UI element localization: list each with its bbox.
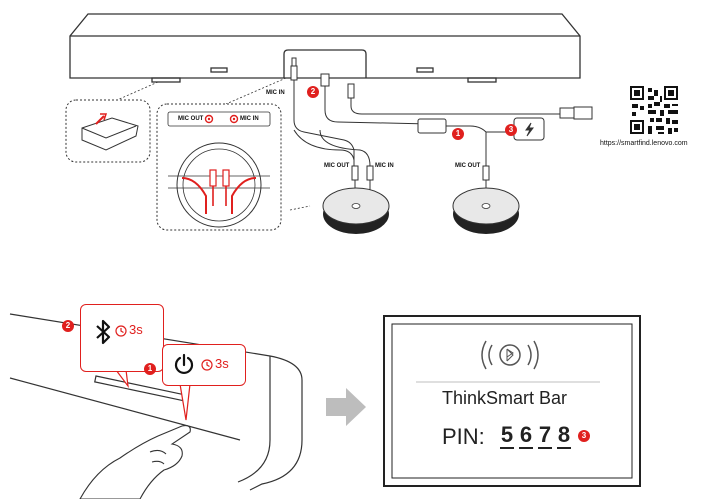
clock-icon [201,359,213,371]
port-label-mic-out: MIC OUT [178,116,204,122]
clock-icon [115,325,127,337]
step-badge-adapter: 1 [452,128,464,140]
cable-label-mic-in-top: MIC IN [266,90,285,96]
screen-pin-label: PIN: [442,424,485,449]
soundbar-rear [69,13,581,83]
step-badge-hdmi: 2 [307,86,319,98]
step-badge-power: 3 [505,124,517,136]
mic-puck-right [452,187,520,234]
cable-label-mic-out-left: MIC OUT [324,163,350,169]
arrow-right-icon [326,388,366,426]
hand [79,425,191,499]
cables [290,57,593,196]
port-label-mic-in: MIC IN [240,116,259,122]
callout-power: 3s [162,344,246,386]
cable-label-mic-out-right: MIC OUT [455,163,481,169]
display-screen [383,315,641,487]
step-badge-bluetooth: 2 [62,320,74,332]
qr-code-icon [630,86,678,134]
power-icon [174,353,194,375]
mic-puck-left [322,187,390,234]
pin-digit: 5 [500,422,514,449]
screen-device-name: ThinkSmart Bar [442,388,568,408]
bluetooth-broadcast-icon [481,340,539,370]
pin-digit: 6 [519,422,533,449]
power-duration: 3s [215,356,229,371]
step-badge-power-button: 1 [144,363,156,375]
pin-digit: 8 [557,422,571,449]
step-badge-pin: 3 [578,430,590,442]
qr-url: https://smartfind.lenovo.com [600,140,688,147]
foot-inset [65,99,151,163]
bluetooth-duration: 3s [129,322,143,337]
bluetooth-icon [96,319,111,345]
callout-bluetooth: 3s [80,304,164,372]
port-inset [156,103,282,231]
cable-label-mic-in-left: MIC IN [375,163,394,169]
pin-digit: 7 [538,422,552,449]
